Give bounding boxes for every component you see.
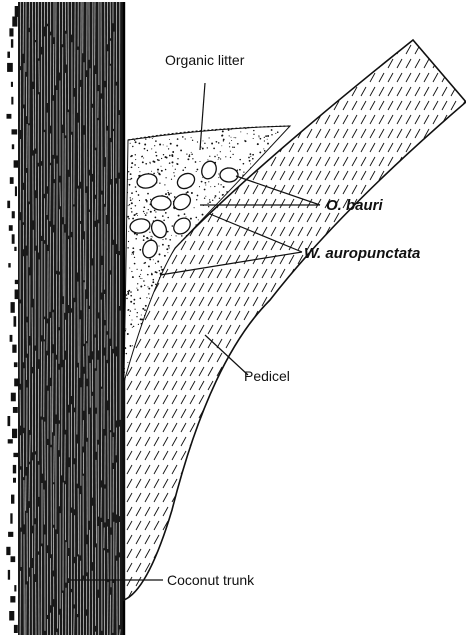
label-coconut-trunk: Coconut trunk [167, 572, 255, 588]
o-bauri-individual [220, 168, 238, 182]
label-o-bauri: O. bauri [326, 197, 384, 214]
label-organic-litter: Organic litter [165, 52, 245, 68]
label-pedicel: Pedicel [244, 368, 290, 384]
o-bauri-individual [151, 196, 171, 210]
label-w-auropunctata: W. auropunctata [304, 245, 420, 262]
coconut-trunk [6, 2, 124, 635]
pedicel-shape [124, 40, 466, 600]
